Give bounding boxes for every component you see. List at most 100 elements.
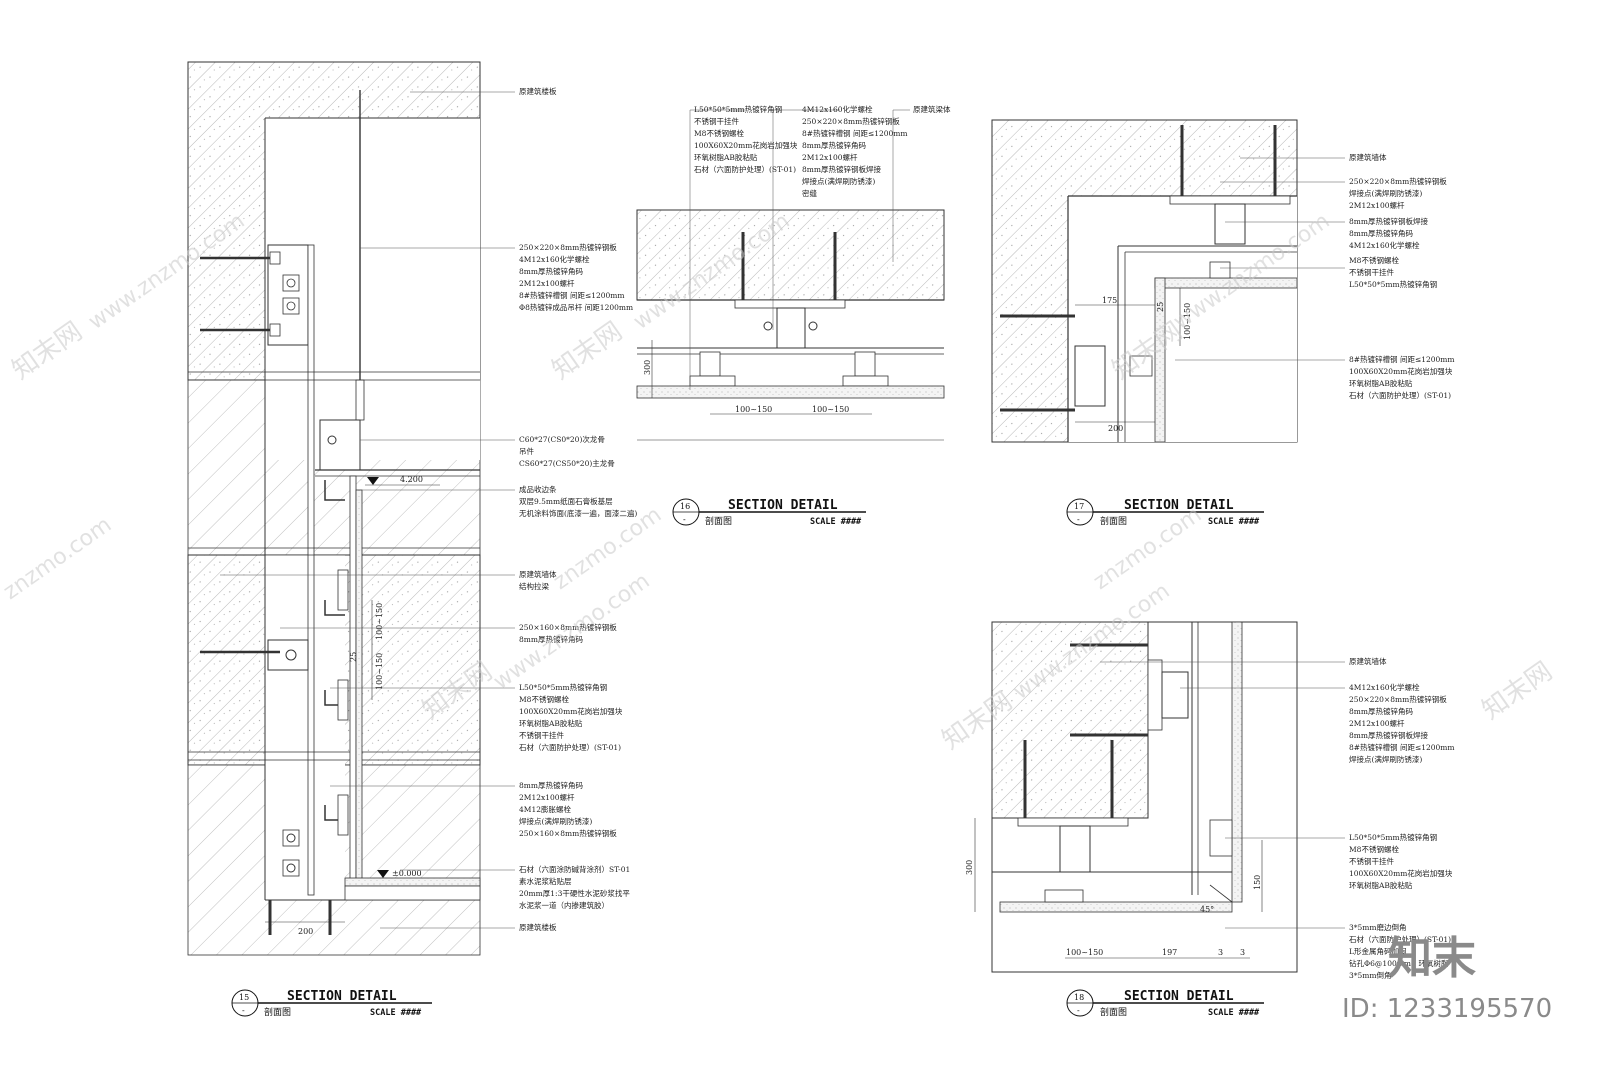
d17-dim-2: 25 <box>1156 302 1165 312</box>
d18-title: SECTION DETAIL <box>1124 989 1234 1004</box>
d16-label: 石材（六面防护处理）(ST-01) <box>694 164 796 174</box>
d15-label: 250×160×8mm热镀锌钢板 <box>519 622 617 632</box>
d18-dim-5: 3 <box>1218 948 1223 957</box>
d17-label: 环氧树脂AB胶粘贴 <box>1349 378 1413 388</box>
d15-label: Φ8热镀锌成品吊杆 间距1200mm <box>519 302 633 312</box>
d15-label: 吊件 <box>519 446 534 456</box>
d18-dim-4: 197 <box>1162 948 1177 957</box>
d17-label: 8mm厚热镀锌角码 <box>1349 228 1413 238</box>
d15-number: 15 <box>239 993 249 1002</box>
d17-label: 8#热镀锌槽钢 间距≤1200mm <box>1349 354 1455 364</box>
d17-label: M8不锈钢螺栓 <box>1349 255 1399 265</box>
d17-dim-1: 175 <box>1102 296 1117 305</box>
d15-label: 水泥浆一道（内掺建筑胶） <box>519 900 609 910</box>
d17-label: 250×220×8mm热镀锌钢板 <box>1349 176 1447 186</box>
d18-label: 100X60X20mm花岗岩加强块 <box>1349 868 1453 878</box>
d15-label: 焊接点(满焊刷防锈漆) <box>519 816 592 826</box>
watermark-text: 知末网 <box>7 316 88 385</box>
d18-dim-2: 150 <box>1253 875 1262 890</box>
brand-logo: 知末 <box>1388 933 1476 984</box>
d18-label: 钻孔Φ6@100mm，环氧树脂 <box>1349 958 1449 968</box>
detail-18: 300 150 100~150 197 3 3 45° 原建筑墙体 4M12x1… <box>965 621 1455 1018</box>
detail-16: 300 100~150 100~150 L50*50*5mm热镀锌角钢 不锈钢干… <box>636 104 951 527</box>
d15-label: 结构拉梁 <box>519 581 549 591</box>
d15-dim-4: 200 <box>298 927 313 936</box>
d16-number: 16 <box>680 502 690 511</box>
d18-label: 3*5mm倒角 <box>1349 970 1392 980</box>
d18-label: 2M12x100螺杆 <box>1349 718 1405 728</box>
d17-subtitle: 剖面图 <box>1100 515 1127 527</box>
d18-label: 250×220×8mm热镀锌钢板 <box>1349 694 1447 704</box>
d15-label: 4M12膨胀螺栓 <box>519 804 571 814</box>
d15-label: 100X60X20mm花岗岩加强块 <box>519 706 623 716</box>
d18-label: 焊接点(满焊刷防锈漆) <box>1349 754 1422 764</box>
d16-label: 原建筑梁体 <box>913 104 951 114</box>
d18-label: 8mm厚热镀锌钢板焊接 <box>1349 730 1428 740</box>
d18-label: 不锈钢干挂件 <box>1349 856 1394 866</box>
d18-label: 8mm厚热镀锌角码 <box>1349 706 1413 716</box>
detail-17: 175 25 100~150 200 原建筑墙体 250×220×8mm热镀锌钢… <box>991 119 1455 527</box>
d16-label: 不锈钢干挂件 <box>694 116 739 126</box>
d15-label: 素水泥浆粘贴层 <box>519 876 572 886</box>
d18-scale: SCALE #### <box>1208 1008 1260 1018</box>
brand-block: 知末 ID: 1233195570 <box>1342 933 1552 1024</box>
d16-dim-2: 100~150 <box>735 405 772 414</box>
d16-label: 4M12x160化学螺栓 <box>802 104 873 114</box>
d17-label: 8mm厚热镀锌钢板焊接 <box>1349 216 1428 226</box>
d15-level-2: ±0.000 <box>392 869 422 878</box>
d15-label: 2M12x100螺杆 <box>519 278 575 288</box>
d15-label: 8mm厚热镀锌角码 <box>519 634 583 644</box>
d18-subtitle: 剖面图 <box>1100 1006 1127 1018</box>
d16-label: 8#热镀锌槽钢 间距≤1200mm <box>802 128 908 138</box>
d15-label: 双层9.5mm纸面石膏板基层 <box>519 496 613 506</box>
d16-scale: SCALE #### <box>810 517 862 527</box>
d15-scale: SCALE #### <box>370 1008 422 1018</box>
d15-label: 原建筑墙体 <box>519 569 557 579</box>
d18-label: 4M12x160化学螺栓 <box>1349 682 1420 692</box>
d17-label: 不锈钢干挂件 <box>1349 267 1394 277</box>
d15-label: CS60*27(CS50*20)主龙骨 <box>519 458 615 468</box>
d15-label: C60*27(CS0*20)次龙骨 <box>519 434 605 444</box>
d16-label: L50*50*5mm热镀锌角钢 <box>694 104 782 114</box>
d18-label: 环氧树脂AB胶粘贴 <box>1349 880 1413 890</box>
d15-label: 不锈钢干挂件 <box>519 730 564 740</box>
d15-label: 8#热镀锌槽钢 间距≤1200mm <box>519 290 625 300</box>
d15-subtitle: 剖面图 <box>264 1006 291 1018</box>
d16-dim-1: 300 <box>643 360 652 375</box>
d16-subtitle: 剖面图 <box>705 515 732 527</box>
d16-label: 密缝 <box>802 188 817 198</box>
d15-label: L50*50*5mm热镀锌角钢 <box>519 682 607 692</box>
d15-label: 成品收边条 <box>519 484 557 494</box>
d17-label: L50*50*5mm热镀锌角钢 <box>1349 279 1437 289</box>
d16-label: 100X60X20mm花岗岩加强块 <box>694 140 798 150</box>
d15-label: 环氧树脂AB胶粘贴 <box>519 718 583 728</box>
watermark-text: 知末网 <box>547 316 628 385</box>
d15-label: 原建筑楼板 <box>519 922 557 932</box>
d18-label: 3*5mm磨边倒角 <box>1349 922 1407 932</box>
d18-label: L形金属角码加固 <box>1349 946 1406 956</box>
d18-label: 石材（六面防护处理）(ST-01) <box>1349 934 1451 944</box>
d18-label: L50*50*5mm热镀锌角钢 <box>1349 832 1437 842</box>
d15-label: 2M12x100螺杆 <box>519 792 575 802</box>
d15-label: 石材（六面防护处理）(ST-01) <box>519 742 621 752</box>
d15-level-1: 4.200 <box>400 475 423 484</box>
d17-title: SECTION DETAIL <box>1124 498 1234 513</box>
d18-dim-7: 45° <box>1200 905 1214 914</box>
d15-dim-1: 100~150 <box>375 603 384 640</box>
d16-label: 250×220×8mm热镀锌钢板 <box>802 116 900 126</box>
d16-sub: - <box>683 515 686 524</box>
d18-dim-1: 300 <box>965 860 974 875</box>
d16-label: 8mm厚热镀锌角码 <box>802 140 866 150</box>
d16-label: 环氧树脂AB胶粘贴 <box>694 152 758 162</box>
d17-dim-4: 200 <box>1108 424 1123 433</box>
d18-sub: - <box>1077 1006 1080 1015</box>
d18-dim-3: 100~150 <box>1066 948 1103 957</box>
watermark-text: 知末网 <box>1477 656 1558 725</box>
d18-number: 18 <box>1074 993 1084 1002</box>
d15-label: 20mm厚1:3干硬性水泥砂浆找平 <box>519 888 630 898</box>
d17-label: 100X60X20mm花岗岩加强块 <box>1349 366 1453 376</box>
d16-title: SECTION DETAIL <box>728 498 838 513</box>
d17-label: 4M12x160化学螺栓 <box>1349 240 1420 250</box>
d17-scale: SCALE #### <box>1208 517 1260 527</box>
